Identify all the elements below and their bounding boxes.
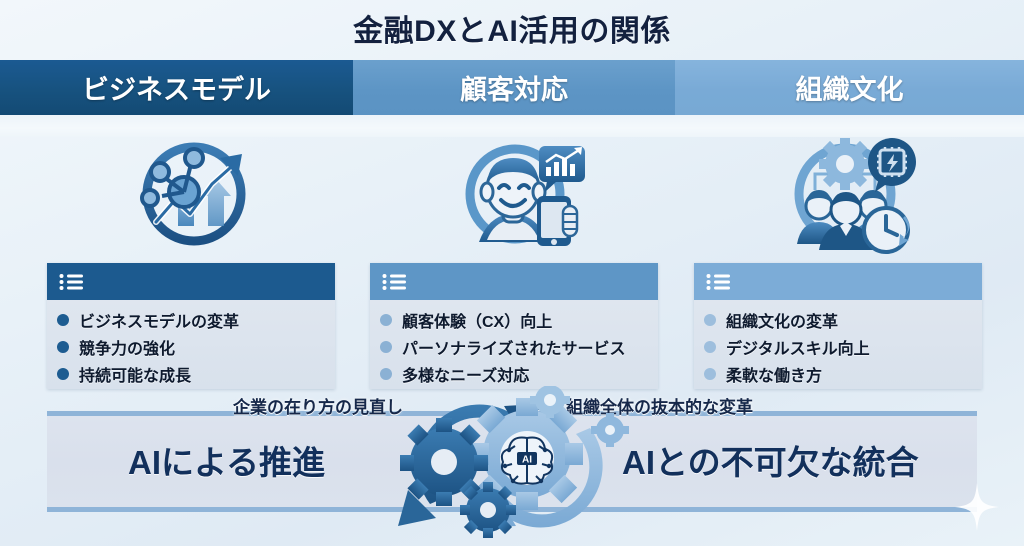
list-item: 柔軟な働き方 (704, 360, 976, 387)
bullet-card-customer-response: 顧客体験（CX）向上 パーソナライズされたサービス 多様なニーズ対応 (370, 263, 658, 389)
card-body: ビジネスモデルの変革 競争力の強化 持続可能な成長 (47, 300, 335, 389)
bullet-dot-icon (57, 367, 69, 380)
page-title: 金融DXとAI活用の関係 (353, 15, 671, 48)
card-header (370, 263, 658, 300)
caption-right: 組織全体の抜本的な変革 (566, 398, 753, 417)
list-icon (59, 273, 83, 290)
list-item: ビジネスモデルの変革 (57, 306, 329, 333)
bullet-text: デジタルスキル向上 (726, 340, 870, 358)
bullet-text: 持続可能な成長 (79, 367, 192, 385)
card-header (694, 263, 982, 300)
category-header-customer-response: 顧客対応 (353, 60, 675, 115)
sparkle-icon (955, 483, 999, 531)
list-icon (706, 273, 730, 290)
list-icon (382, 273, 406, 290)
growth-network-icon (120, 134, 270, 254)
bullet-text: 顧客体験（CX）向上 (402, 313, 553, 331)
category-header-business-model: ビジネスモデル (0, 60, 353, 115)
bullet-text: 多様なニーズ対応 (402, 367, 530, 385)
bullet-text: 組織文化の変革 (726, 313, 839, 331)
category-header-organizational-culture: 組織文化 (675, 60, 1024, 115)
category-label: ビジネスモデル (82, 75, 271, 105)
card-body: 顧客体験（CX）向上 パーソナライズされたサービス 多様なニーズ対応 (370, 300, 658, 389)
bullet-text: パーソナライズされたサービス (402, 340, 626, 358)
category-label: 組織文化 (795, 75, 904, 105)
bullet-dot-icon (704, 340, 716, 353)
svg-text:AI: AI (522, 455, 532, 466)
header-fade-strip (0, 115, 1024, 137)
bullet-card-business-model: ビジネスモデルの変革 競争力の強化 持続可能な成長 (47, 263, 335, 389)
bullet-dot-icon (57, 313, 69, 326)
bullet-text: 競争力の強化 (79, 340, 176, 358)
bullet-dot-icon (704, 313, 716, 326)
banner-right-text: AIとの不可欠な統合 (622, 444, 919, 481)
list-item: 顧客体験（CX）向上 (380, 306, 652, 333)
list-item: 組織文化の変革 (704, 306, 976, 333)
bullet-dot-icon (704, 367, 716, 380)
list-item: 持続可能な成長 (57, 360, 329, 387)
bullet-dot-icon (57, 340, 69, 353)
bullet-text: 柔軟な働き方 (726, 367, 823, 385)
list-item: パーソナライズされたサービス (380, 333, 652, 360)
caption-left: 企業の在り方の見直し (233, 398, 403, 417)
customer-person-icon (443, 134, 593, 254)
bullet-card-organizational-culture: 組織文化の変革 デジタルスキル向上 柔軟な働き方 (694, 263, 982, 389)
banner-left-text: AIによる推進 (128, 444, 326, 481)
card-header (47, 263, 335, 300)
list-item: 多様なニーズ対応 (380, 360, 652, 387)
bullet-text: ビジネスモデルの変革 (79, 313, 240, 331)
card-body: 組織文化の変革 デジタルスキル向上 柔軟な働き方 (694, 300, 982, 389)
team-gear-icon (775, 134, 925, 254)
list-item: 競争力の強化 (57, 333, 329, 360)
bullet-dot-icon (380, 340, 392, 353)
list-item: デジタルスキル向上 (704, 333, 976, 360)
category-label: 顧客対応 (460, 75, 568, 105)
bullet-dot-icon (380, 367, 392, 380)
bullet-dot-icon (380, 313, 392, 326)
ai-brain-gears-cycle-icon: AI (372, 386, 648, 546)
